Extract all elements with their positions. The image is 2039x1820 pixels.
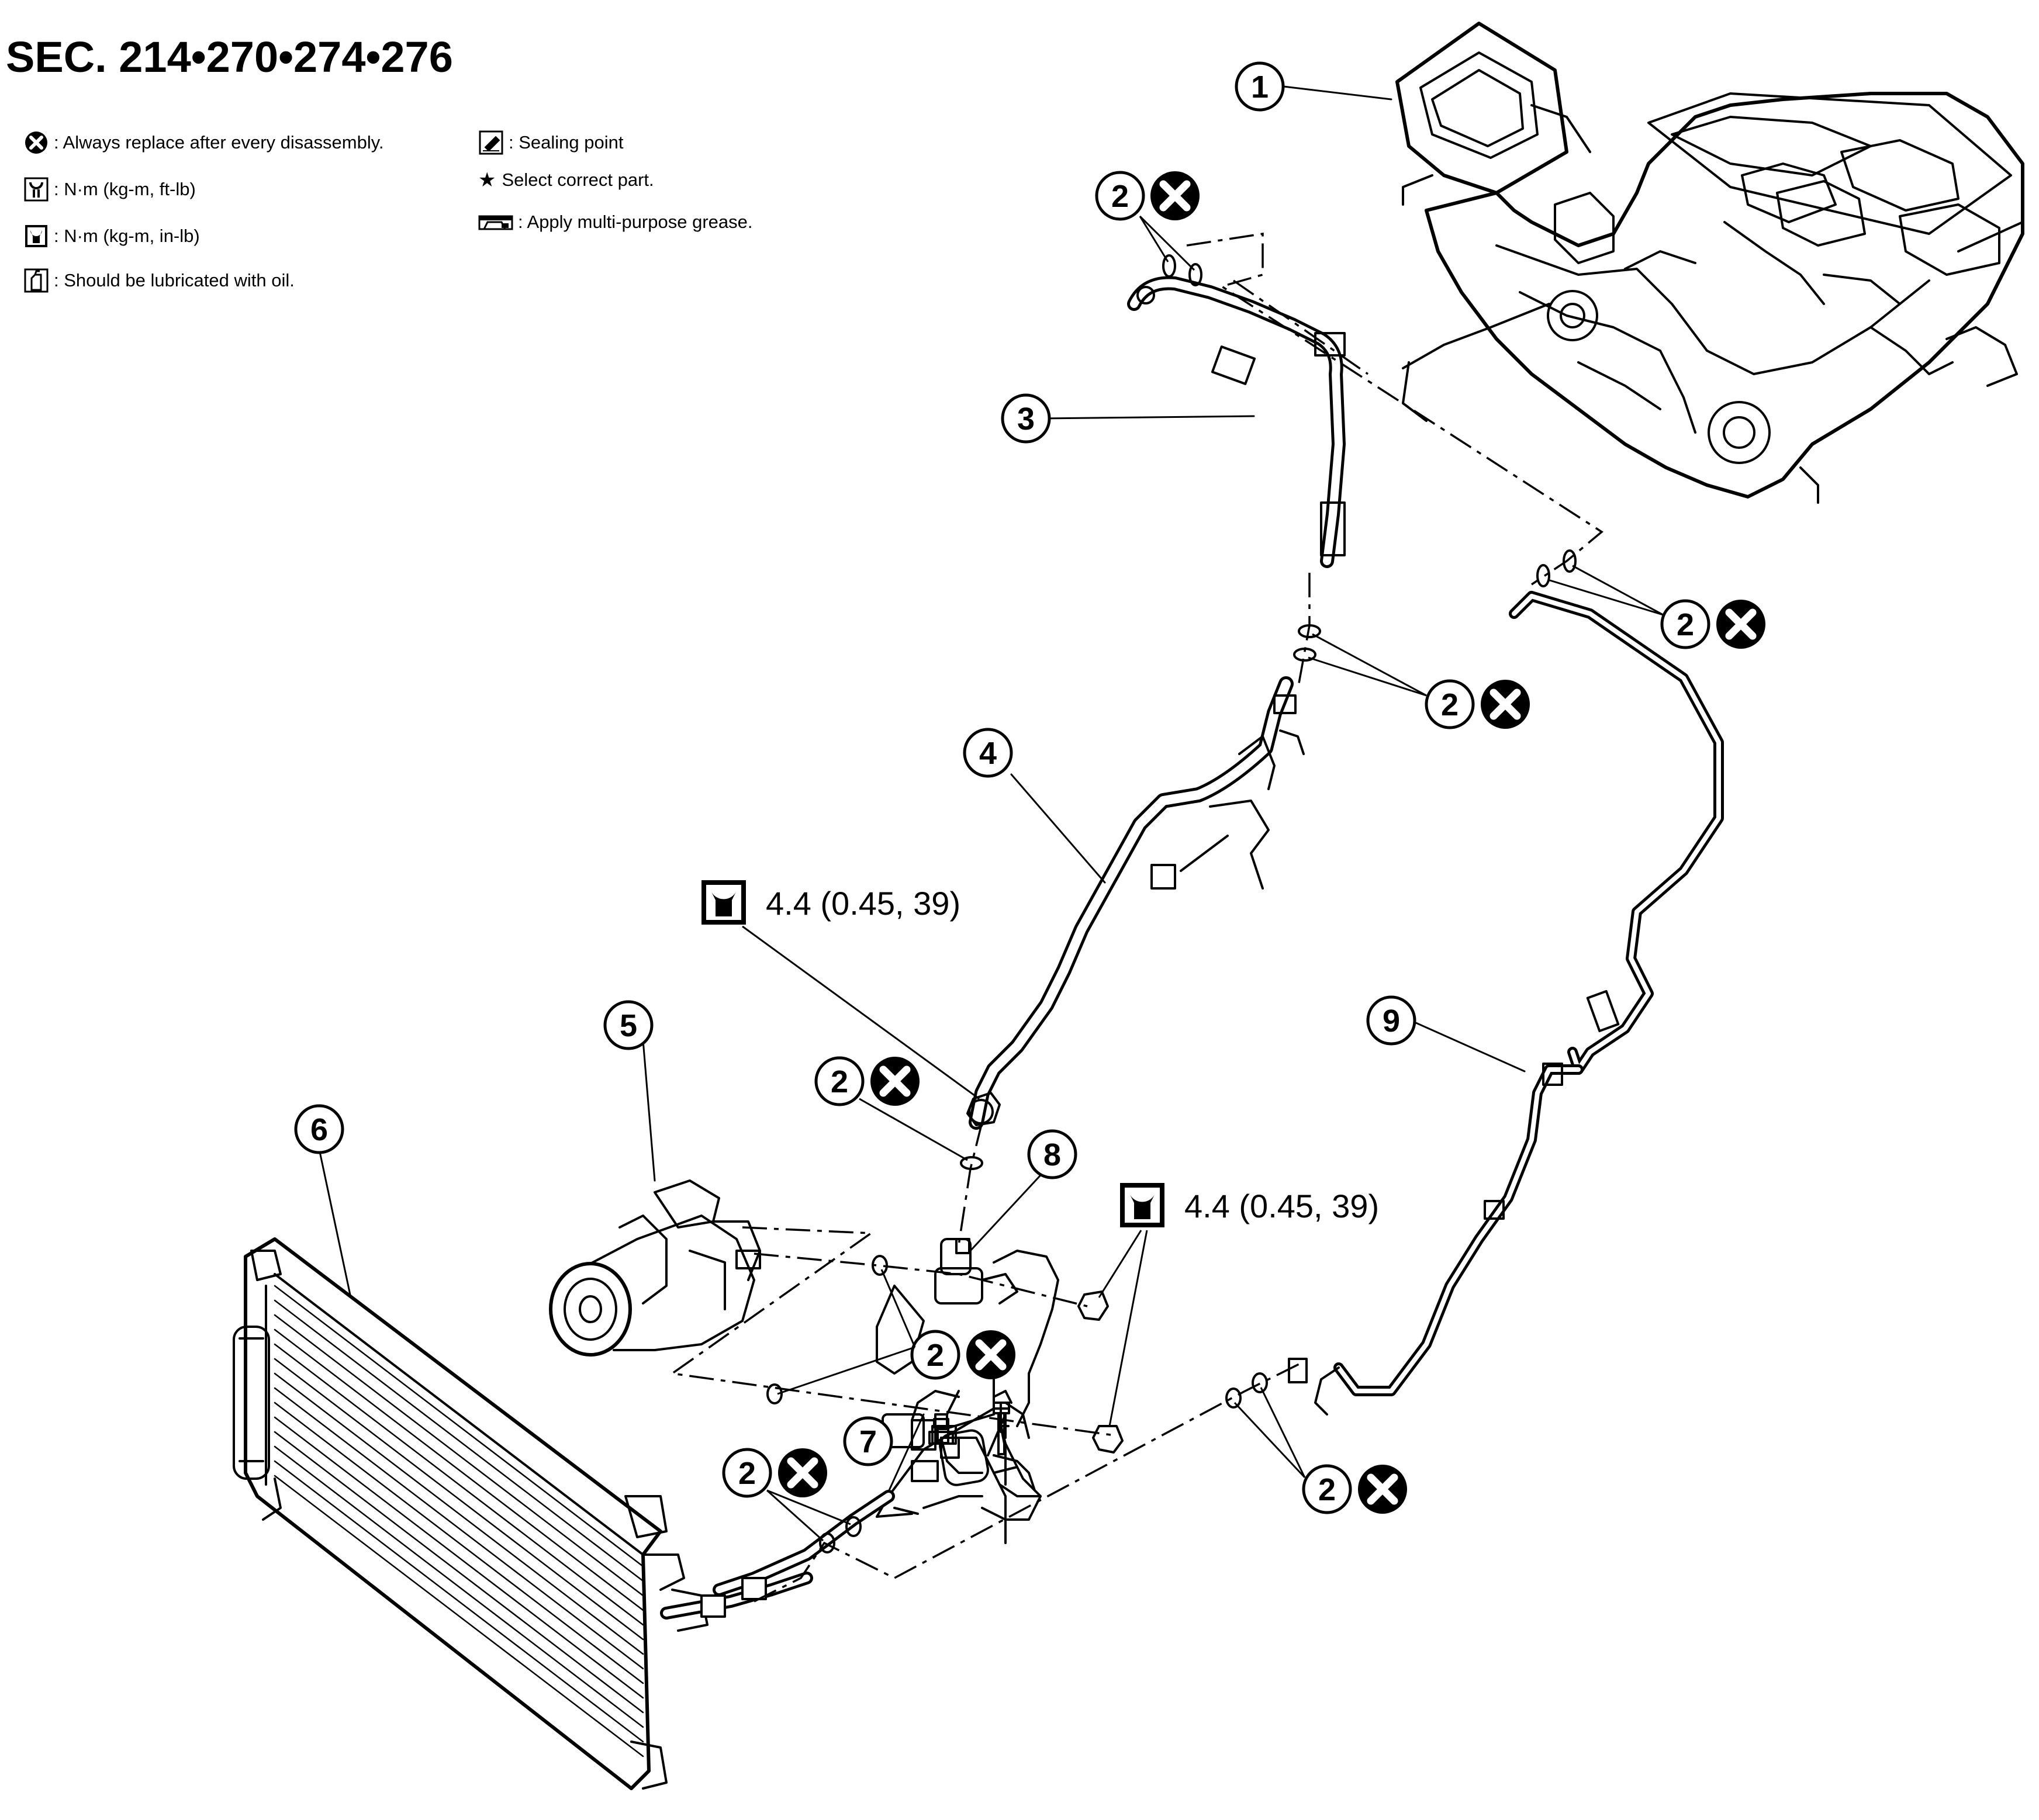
callout-number-2: 2: [1111, 179, 1129, 214]
callout-2-lower-left: [722, 1448, 772, 1498]
legend-text-grease: : Apply multi-purpose grease.: [518, 212, 753, 232]
callout-5: [603, 1000, 654, 1050]
callout-6: [294, 1104, 344, 1154]
callout-number-5: 5: [620, 1008, 637, 1043]
callout-2-left: [814, 1056, 865, 1106]
callout-number-7: 7: [859, 1424, 877, 1459]
low-pressure-pipe: [1288, 591, 1724, 1416]
callout-8: [1027, 1129, 1077, 1179]
legend-item-oil: : Should be lubricated with oil.: [23, 268, 295, 293]
callout-number-2: 2: [1318, 1472, 1336, 1507]
legend-item-grease: : Apply multi-purpose grease.: [478, 209, 753, 235]
torque-wrench-icon: [24, 177, 49, 202]
replace-x-icon: [966, 1330, 1015, 1379]
replace-x-icon: [1358, 1465, 1407, 1514]
low-pressure-flexible-hose: [1127, 276, 1346, 568]
legend-text-select: Select correct part.: [502, 169, 654, 190]
grease-icon: [478, 215, 513, 230]
leader-line-9: [1415, 1022, 1526, 1072]
star-icon: ★: [478, 169, 496, 191]
replace-markers: [778, 171, 1765, 1514]
callout-9: [1366, 995, 1416, 1046]
callout-number-2: 2: [738, 1456, 756, 1491]
leader-line-1: [1283, 85, 1392, 101]
callout-2-right: [1660, 599, 1710, 649]
legend-item-select: ★ Select correct part.: [478, 168, 654, 192]
legend-text-replace: : Always replace after every disassembly…: [54, 132, 384, 153]
callout-number-1: 1: [1251, 70, 1269, 105]
leader-line-3: [1039, 415, 1255, 420]
callout-7: [843, 1416, 893, 1466]
callout-3: [1001, 393, 1051, 444]
callout-number-8: 8: [1043, 1137, 1061, 1172]
legend-item-replace: : Always replace after every disassembly…: [23, 130, 384, 155]
callout-1: [1235, 61, 1285, 112]
condenser: [233, 1237, 709, 1790]
callout-number-3: 3: [1017, 402, 1035, 437]
torque-spec-text-lower: 4.4 (0.45, 39): [1184, 1188, 1379, 1224]
torque-wrench-filled-icon: [1120, 1183, 1164, 1227]
leader-line-7: [887, 1413, 925, 1493]
callout-2-lower-mid: [910, 1330, 960, 1380]
callout-number-4: 4: [979, 736, 997, 771]
torque-spec-text-upper: 4.4 (0.45, 39): [766, 885, 960, 922]
compressor: [549, 1179, 761, 1357]
sealing-point-icon: [479, 130, 503, 155]
section-title: SEC. 214•270•274•276: [6, 33, 453, 81]
callout-2-mid: [1425, 679, 1475, 729]
legend-text-sealing: : Sealing point: [509, 132, 624, 153]
callouts: [294, 61, 1710, 1514]
legend-text-torque-inlb: : N·m (kg-m, in-lb): [54, 226, 200, 246]
legend-item-torque-inlb: : N·m (kg-m, in-lb): [23, 223, 200, 249]
leader-line-8: [969, 1168, 1048, 1252]
legend-text-torque-ftlb: : N·m (kg-m, ft-lb): [54, 179, 196, 199]
callout-2-top: [1095, 171, 1145, 221]
callout-number-2: 2: [831, 1064, 848, 1099]
callout-4: [963, 728, 1013, 778]
leader-line-5: [642, 1039, 656, 1182]
replace-circle-x-icon: [25, 132, 47, 154]
heater-cooling-unit: [1395, 22, 2024, 504]
leader-line-4: [1010, 773, 1106, 884]
legend-item-sealing: : Sealing point: [478, 130, 623, 155]
legend-item-torque-ftlb: : N·m (kg-m, ft-lb): [23, 177, 196, 202]
callout-2-lower-right: [1302, 1464, 1352, 1514]
replace-x-icon: [1716, 600, 1765, 649]
callout-number-2: 2: [1441, 687, 1459, 722]
callout-number-2: 2: [927, 1338, 944, 1373]
high-pressure-pipe-7: [876, 1250, 1059, 1544]
torque-spec-lower: 4.4 (0.45, 39): [1098, 1183, 1379, 1427]
replace-x-icon: [1481, 680, 1530, 729]
leader-lines-2: [766, 215, 1664, 1542]
legend-text-oil: : Should be lubricated with oil.: [54, 270, 295, 290]
replace-x-icon: [870, 1057, 920, 1106]
callout-numbers: 1 2 3 2 2 4 5 9 2 6 8 2 7 2 2: [310, 70, 1694, 1507]
leader-line-6: [318, 1148, 352, 1299]
torque-wrench-filled-icon: [25, 225, 47, 247]
replace-x-icon: [778, 1448, 827, 1497]
callout-number-2: 2: [1677, 607, 1694, 642]
assembly-lines: [669, 232, 1603, 1603]
oil-can-icon: [24, 268, 49, 293]
high-pressure-flexible-hose: [968, 676, 1305, 1130]
pipe-joint-8: [934, 1238, 1018, 1305]
torque-spec-upper: 4.4 (0.45, 39): [701, 880, 980, 1100]
callout-number-6: 6: [310, 1112, 328, 1147]
callout-number-9: 9: [1383, 1004, 1400, 1039]
torque-wrench-filled-icon: [701, 880, 746, 925]
replace-x-icon: [1150, 171, 1200, 220]
